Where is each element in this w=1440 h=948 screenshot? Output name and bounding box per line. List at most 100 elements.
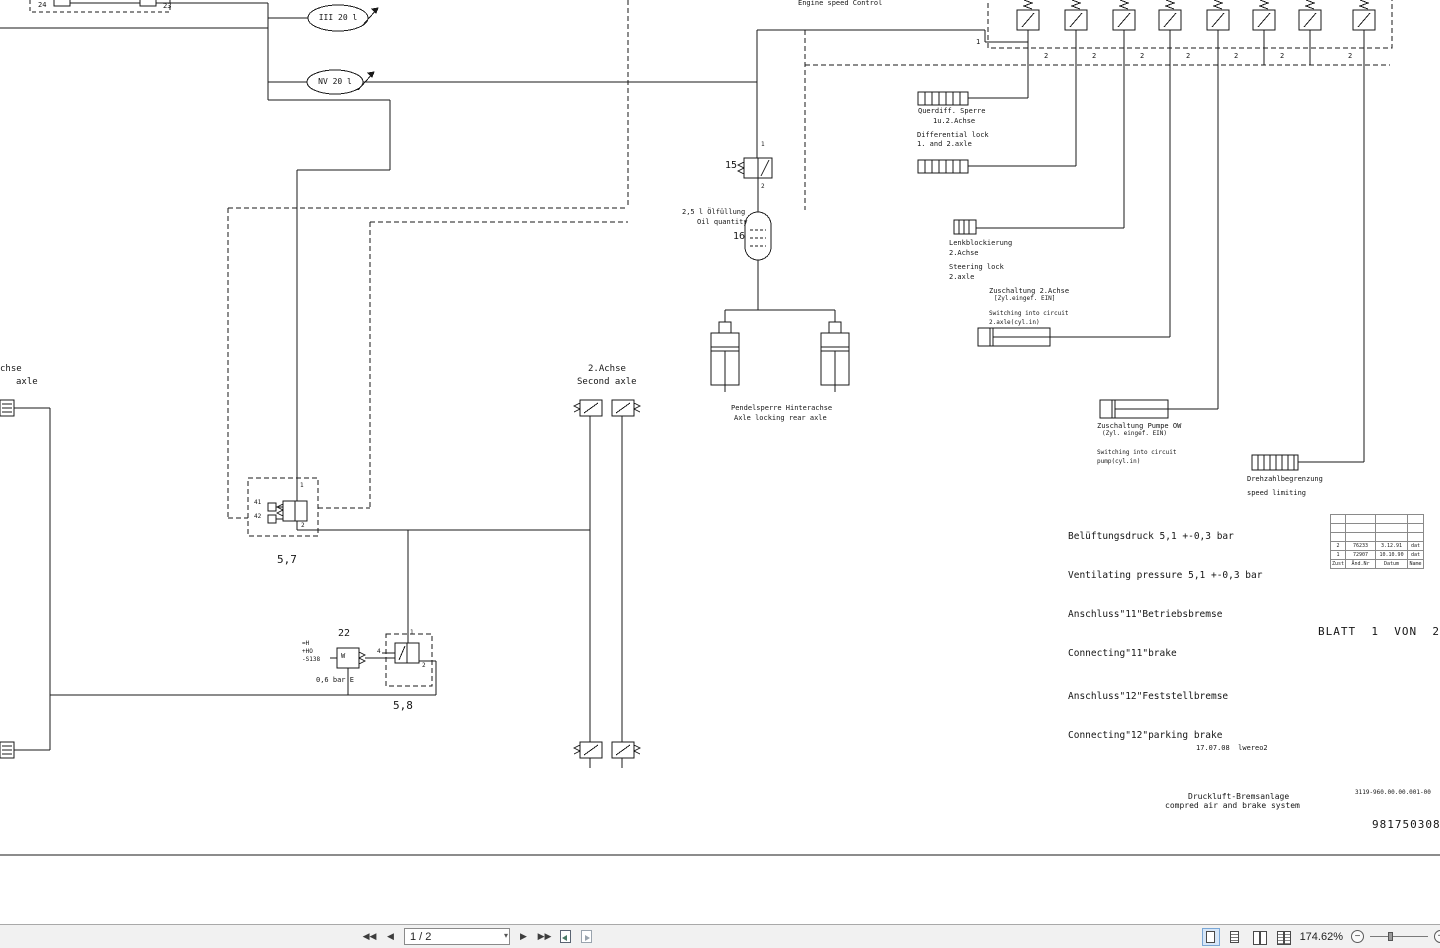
valve-bank-top-right	[968, 0, 1393, 463]
zuschaltung-achse-label-2: [Zyl.eingef. EIN]	[994, 295, 1056, 302]
zoom-out-button[interactable]: −	[1351, 930, 1364, 943]
second-axle-en: Second axle	[577, 377, 637, 387]
oil-reservoir-number: 16	[733, 231, 746, 242]
querdiff-label-1: Querdiff. Sperre	[918, 107, 986, 115]
pressure-switches	[0, 399, 51, 759]
oil-quantity-en: Oil quantity	[697, 218, 748, 226]
single-page-icon	[1206, 930, 1216, 943]
valve-22-w-label: W	[341, 652, 346, 660]
prev-page-button[interactable]: ◀	[387, 931, 394, 941]
doc-number-label: 3119-960.00.00.001-00	[1355, 789, 1431, 796]
lenkblockierung-label-2: 2.Achse	[949, 249, 979, 257]
first-axle-en: axle	[16, 377, 38, 387]
bank-port-2-0: 2	[1044, 52, 1049, 60]
valve-22-ref-3: -S138	[302, 656, 321, 663]
valve-58-number: 5,8	[393, 699, 413, 712]
zuschaltung-pumpe-label-2: (Zyl. eingef. EIN)	[1102, 430, 1168, 437]
valve-15-port-1: 1	[761, 141, 765, 148]
zuschaltung-achse-label-1: Zuschaltung 2.Achse	[989, 287, 1070, 295]
facing-view-button[interactable]	[1250, 928, 1268, 946]
first-page-button[interactable]: ◀◀	[362, 931, 377, 941]
revision-table-footer: Zust Änd.Nr Datum Name	[1329, 559, 1425, 569]
second-axle-valves	[572, 399, 642, 768]
consumer-symbols	[917, 91, 1299, 471]
drehzahl-label-2: speed limiting	[1247, 489, 1307, 497]
zoom-slider[interactable]	[1370, 930, 1428, 943]
schematic-drawing	[0, 0, 1440, 856]
continuous-page-icon	[1230, 930, 1240, 943]
bank-port-2-6: 2	[1348, 52, 1353, 60]
zoom-slider-track[interactable]	[1370, 936, 1428, 937]
valve-57-number: 5,7	[277, 553, 297, 566]
querdiff-label-2: 1u.2.Achse	[933, 117, 976, 125]
zoom-level[interactable]: 174.62%	[1299, 930, 1343, 943]
control-dashed-lines	[227, 0, 1390, 687]
valve-15-number: 15	[725, 160, 738, 171]
prev-view-icon	[560, 930, 571, 943]
facing-pages-icon	[1252, 930, 1267, 945]
valve-58-symbol	[50, 530, 437, 696]
bank-port-1: 1	[976, 38, 981, 46]
bank-port-2-1: 2	[1092, 52, 1097, 60]
last-page-button[interactable]: ▶▶	[537, 931, 552, 941]
zuschaltung-pumpe-label-3: Switching into circuit	[1097, 449, 1177, 456]
valve-57-port-1: 1	[300, 482, 304, 489]
engine-speed-label: Engine speed Control	[798, 0, 883, 7]
bank-port-2-2: 2	[1140, 52, 1145, 60]
zuschaltung-pumpe-label-1: Zuschaltung Pumpe OW	[1097, 422, 1182, 430]
valve-57-port-2: 2	[301, 522, 305, 529]
continuous-view-button[interactable]	[1226, 928, 1244, 946]
valve-57-symbol	[267, 500, 590, 531]
first-axle-de: chse	[0, 364, 22, 374]
page-number-input[interactable]	[404, 928, 510, 945]
oil-reservoir-symbol	[744, 211, 772, 310]
drawing-title-en: compred air and brake system	[1165, 801, 1300, 810]
sheet-number-label: BLATT 1 VON 2	[1318, 625, 1440, 638]
oil-quantity-de: 2,5 l Ölfüllung	[682, 208, 746, 216]
valve-15-symbol	[736, 29, 985, 212]
zoom-in-button[interactable]: +	[1434, 930, 1440, 943]
bank-port-2-5: 2	[1280, 52, 1285, 60]
note-line-4: Connecting"11"brake	[1068, 648, 1177, 659]
page-navigation-group: ◀◀ ◀ ▾ ▶ ▶▶	[362, 925, 594, 948]
zuschaltung-pumpe-label-4: pump(cyl.in)	[1097, 458, 1141, 465]
zuschaltung-achse-label-4: 2.axle(cyl.in)	[989, 319, 1040, 326]
next-view-button[interactable]	[579, 927, 594, 946]
valve-22-symbol	[330, 647, 395, 695]
prev-view-button[interactable]	[558, 927, 573, 946]
reservoir-1-label: III 20 l	[318, 13, 358, 22]
part-number-label: 981750308	[1372, 818, 1440, 831]
valve-57-port-42: 42	[254, 513, 262, 520]
querdiff-label-4: 1. and 2.axle	[917, 140, 972, 148]
axle-lock-cylinders	[710, 309, 850, 392]
continuous-facing-view-button[interactable]	[1274, 928, 1292, 946]
revision-row: 2 76233 3.12.91 dat	[1329, 541, 1425, 551]
next-view-icon	[581, 930, 592, 943]
bottom-toolbar: ◀◀ ◀ ▾ ▶ ▶▶	[0, 924, 1440, 948]
drehzahl-label-1: Drehzahlbegrenzung	[1247, 475, 1323, 483]
next-page-button[interactable]: ▶	[520, 931, 527, 941]
bank-port-2-4: 2	[1234, 52, 1239, 60]
pressure-notes: Belüftungsdruck 5,1 +-0,3 bar Ventilatin…	[1068, 504, 1262, 768]
note-line-1: Belüftungsdruck 5,1 +-0,3 bar	[1068, 531, 1234, 542]
single-page-view-button[interactable]	[1201, 927, 1220, 946]
valve-22-ref-1: =H	[302, 640, 310, 647]
page-number-box: ▾	[404, 928, 510, 945]
revision-row: 1 72907 10.10.90 dat	[1329, 550, 1425, 560]
page-dropdown-arrow-icon[interactable]: ▾	[503, 931, 508, 940]
pendelsperre-de: Pendelsperre Hinterachse	[731, 404, 833, 412]
note-line-2: Ventilating pressure 5,1 +-0,3 bar	[1068, 570, 1263, 581]
note-line-6: Connecting"12"parking brake	[1068, 730, 1223, 741]
left-supply-lines	[0, 0, 757, 501]
zoom-slider-handle[interactable]	[1388, 932, 1393, 941]
lenkblockierung-label-3: Steering lock	[949, 263, 1004, 271]
lenkblockierung-label-1: Lenkblockierung	[949, 239, 1013, 247]
document-page: Engine speed Control 24 23 III 20 l NV 2…	[0, 0, 1440, 856]
querdiff-label-3: Differential lock	[917, 131, 989, 139]
view-zoom-group: 174.62% − +	[1201, 925, 1440, 948]
zuschaltung-achse-label-3: Switching into circuit	[989, 310, 1069, 317]
valve-22-ref-2: +HO	[302, 648, 313, 655]
valve-15-port-2: 2	[761, 183, 765, 190]
valve-58-port-2: 2	[422, 662, 426, 669]
